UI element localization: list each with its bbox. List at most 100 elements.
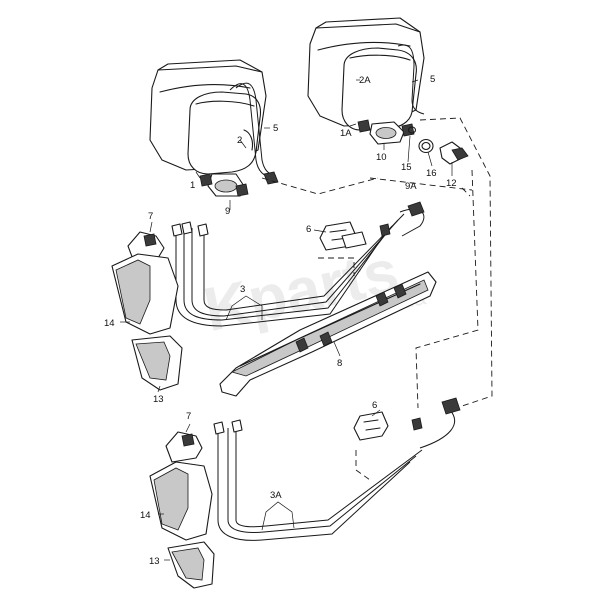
leader-5-right xyxy=(411,79,419,83)
callout-16: 16 xyxy=(426,168,437,179)
callout-6-bottom: 6 xyxy=(372,400,377,411)
callout-10: 10 xyxy=(376,152,387,163)
central-tray xyxy=(219,271,437,397)
left-tank-assembly xyxy=(149,59,279,197)
hose-3-a xyxy=(175,231,387,327)
left-reservoir-highlight xyxy=(195,100,255,107)
right-tank-assembly xyxy=(307,17,469,165)
leader-7-bottom xyxy=(185,423,191,433)
tray-8-clip-d xyxy=(393,283,407,299)
hose-3-connector-1 xyxy=(379,223,391,237)
tray-8-clip-b xyxy=(319,331,333,347)
callout-9a: 9A xyxy=(405,181,417,192)
callout-9: 9 xyxy=(225,206,230,217)
left-pump-cap xyxy=(214,179,238,193)
left-line-connector xyxy=(263,171,279,185)
left-reservoir-detail xyxy=(243,129,254,151)
leader-15 xyxy=(407,135,411,163)
leader-lines xyxy=(120,79,453,561)
left-reservoir xyxy=(187,91,262,175)
clip-6-upper-dashed xyxy=(318,257,355,276)
callout-5-left: 5 xyxy=(273,123,278,134)
hose-3-d xyxy=(203,213,405,311)
callout-13-bottom: 13 xyxy=(149,556,160,567)
leader-7-top xyxy=(149,221,153,233)
upper-clip-group xyxy=(318,221,367,276)
tray-8-clip-a xyxy=(295,337,309,353)
hose-3a-loop xyxy=(419,409,456,449)
left-pump-outlet xyxy=(235,183,249,197)
clip-6-lower-a-detail xyxy=(363,419,381,431)
tray-8-clip-c xyxy=(375,291,389,307)
callout-8: 8 xyxy=(337,358,342,369)
hose-3a-b xyxy=(227,428,417,533)
right-bracket-1a xyxy=(357,119,371,133)
callout-labels: 1 2 5 9 7 14 13 3 6 8 1A 2A 5 10 15 16 1… xyxy=(104,74,457,567)
callout-15: 15 xyxy=(401,162,412,173)
hose-3a-connector-1 xyxy=(411,417,423,431)
callout-3a: 3A xyxy=(270,490,282,501)
callout-14-top: 14 xyxy=(104,318,115,329)
callout-12: 12 xyxy=(446,178,457,189)
clip-6-lower-a xyxy=(353,411,389,441)
seal-ring-16 xyxy=(418,138,434,154)
callout-2a: 2A xyxy=(359,75,371,86)
leader-6-top xyxy=(313,229,327,233)
lower-covers xyxy=(149,431,215,589)
leader-1 xyxy=(195,171,201,179)
hose-3-bracket xyxy=(225,295,263,321)
leader-13-top xyxy=(157,385,161,393)
hose-3-c xyxy=(191,219,399,317)
leader-1a xyxy=(349,123,357,127)
dashed-9a-bracket xyxy=(369,177,473,191)
cover-13-upper-shade xyxy=(135,341,171,381)
clip-6-lower-dashed xyxy=(355,450,371,481)
reference-lines-top xyxy=(261,117,493,409)
callout-2: 2 xyxy=(237,135,242,146)
callout-6-top: 6 xyxy=(306,224,311,235)
hose-3-connector-2 xyxy=(407,201,425,217)
hose-3a-end-b xyxy=(231,419,243,433)
right-return-line xyxy=(397,44,425,115)
callout-1: 1 xyxy=(190,180,195,191)
cover-14-upper-shade xyxy=(115,259,151,325)
callout-5-right: 5 xyxy=(430,74,435,85)
hose-3-end-b xyxy=(181,221,193,235)
grommet-15 xyxy=(407,126,417,134)
callout-7-bottom: 7 xyxy=(186,411,191,422)
lower-clip-group xyxy=(353,411,389,481)
right-body-panel-crease xyxy=(317,41,411,51)
cover-13-lower-shade xyxy=(171,547,205,581)
clip-6-upper-b xyxy=(341,231,367,249)
seal-ring-16-inner xyxy=(421,141,431,151)
clip-7-lower-insert xyxy=(181,433,195,447)
leader-2 xyxy=(239,139,247,149)
leader-16 xyxy=(427,151,433,167)
upper-covers xyxy=(111,231,183,391)
leader-8 xyxy=(333,341,341,357)
hose-3a-end-a xyxy=(213,421,225,435)
right-body-panel-top-edge xyxy=(315,17,421,33)
callout-3: 3 xyxy=(240,284,245,295)
dashed-tick xyxy=(461,187,471,197)
dashed-right-long xyxy=(419,117,493,407)
hose-3a-bracket xyxy=(261,501,295,531)
lower-hose-bundle xyxy=(213,397,461,541)
callout-14-bottom: 14 xyxy=(140,510,151,521)
upper-hose-bundle xyxy=(171,201,425,327)
left-body-panel-top-edge xyxy=(157,59,263,73)
clip-7-upper-insert xyxy=(143,233,157,247)
callout-1a: 1A xyxy=(340,128,352,139)
leader-6-bottom xyxy=(371,409,381,417)
dashed-right-inner xyxy=(415,169,479,409)
left-body-panel-crease xyxy=(159,83,251,93)
callout-7-top: 7 xyxy=(148,211,153,222)
hose-3a-a xyxy=(217,430,411,541)
dashed-left-pump xyxy=(261,177,379,195)
hose-3-end-c xyxy=(197,223,209,237)
hose-3a-connector-2 xyxy=(441,397,461,415)
right-pump-cap xyxy=(375,127,397,139)
right-reservoir xyxy=(341,47,417,131)
hose-3-end-a xyxy=(171,223,183,237)
